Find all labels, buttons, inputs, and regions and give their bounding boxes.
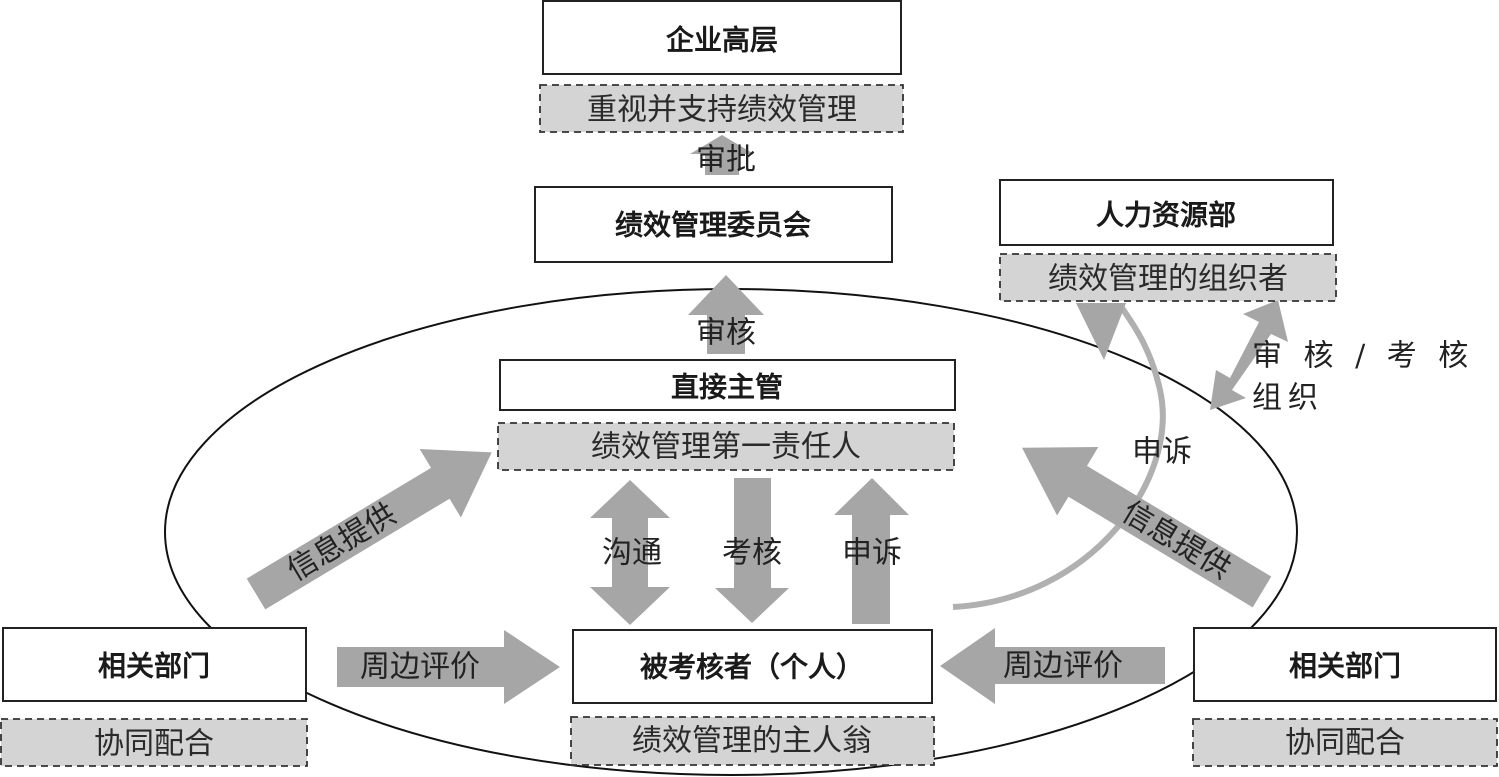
review-arrow: [688, 275, 764, 354]
node-dept-right: 相关部门 协同配合: [1192, 627, 1498, 767]
appeal-arrow: [834, 478, 909, 624]
supervisor-role: 绩效管理第一责任人: [591, 430, 861, 465]
assess-arrow: [715, 478, 789, 623]
review-label: 审核: [696, 316, 756, 351]
dept-left-title: 相关部门: [98, 650, 210, 683]
communicate-label: 沟通: [602, 536, 662, 571]
top-management-title: 企业高层: [666, 24, 778, 57]
node-supervisor: 直接主管 绩效管理第一责任人: [497, 359, 956, 471]
committee-title: 绩效管理委员会: [615, 209, 811, 242]
communicate-arrow: [590, 480, 670, 625]
node-committee: 绩效管理委员会: [534, 186, 893, 263]
node-hr: 人力资源部 绩效管理的组织者: [999, 179, 1337, 302]
node-top-management: 企业高层 重视并支持绩效管理: [539, 0, 904, 133]
assess-label: 考核: [722, 536, 782, 571]
appeal-hr-arrowhead: [1076, 303, 1126, 360]
approve-label: 审批: [696, 143, 756, 178]
appraisee-role: 绩效管理的主人翁: [632, 724, 872, 759]
top-management-role: 重视并支持绩效管理: [587, 93, 857, 128]
hr-role: 绩效管理的组织者: [1048, 262, 1288, 297]
peer-left-label: 周边评价: [360, 650, 480, 685]
node-appraisee: 被考核者（个人） 绩效管理的主人翁: [570, 629, 935, 766]
info-right-label: 信息提供: [1116, 495, 1237, 587]
info-left-label: 信息提供: [281, 497, 402, 589]
appeal-curve: [952, 303, 1166, 610]
supervisor-title: 直接主管: [671, 371, 783, 404]
peer-left-arrow: [337, 630, 560, 704]
appraisee-title: 被考核者（个人）: [640, 651, 864, 684]
node-dept-left: 相关部门 协同配合: [0, 627, 308, 767]
approve-arrow: [690, 135, 754, 175]
dept-left-role: 协同配合: [94, 727, 214, 762]
hr-review-label-line1: 审 核 / 考 核: [1252, 339, 1474, 374]
peer-right-arrow: [940, 628, 1165, 704]
peer-right-label: 周边评价: [1003, 649, 1123, 684]
appeal-hr-label: 申诉: [1132, 435, 1192, 470]
info-left-arrow: 信息提供: [246, 448, 492, 610]
dept-right-title: 相关部门: [1289, 650, 1401, 683]
dept-right-role: 协同配合: [1285, 726, 1405, 761]
hr-review-arrow: [1210, 300, 1288, 410]
hr-title: 人力资源部: [1096, 199, 1236, 232]
hr-review-label-line2: 组织: [1252, 381, 1324, 416]
appeal-label: 申诉: [842, 536, 902, 571]
